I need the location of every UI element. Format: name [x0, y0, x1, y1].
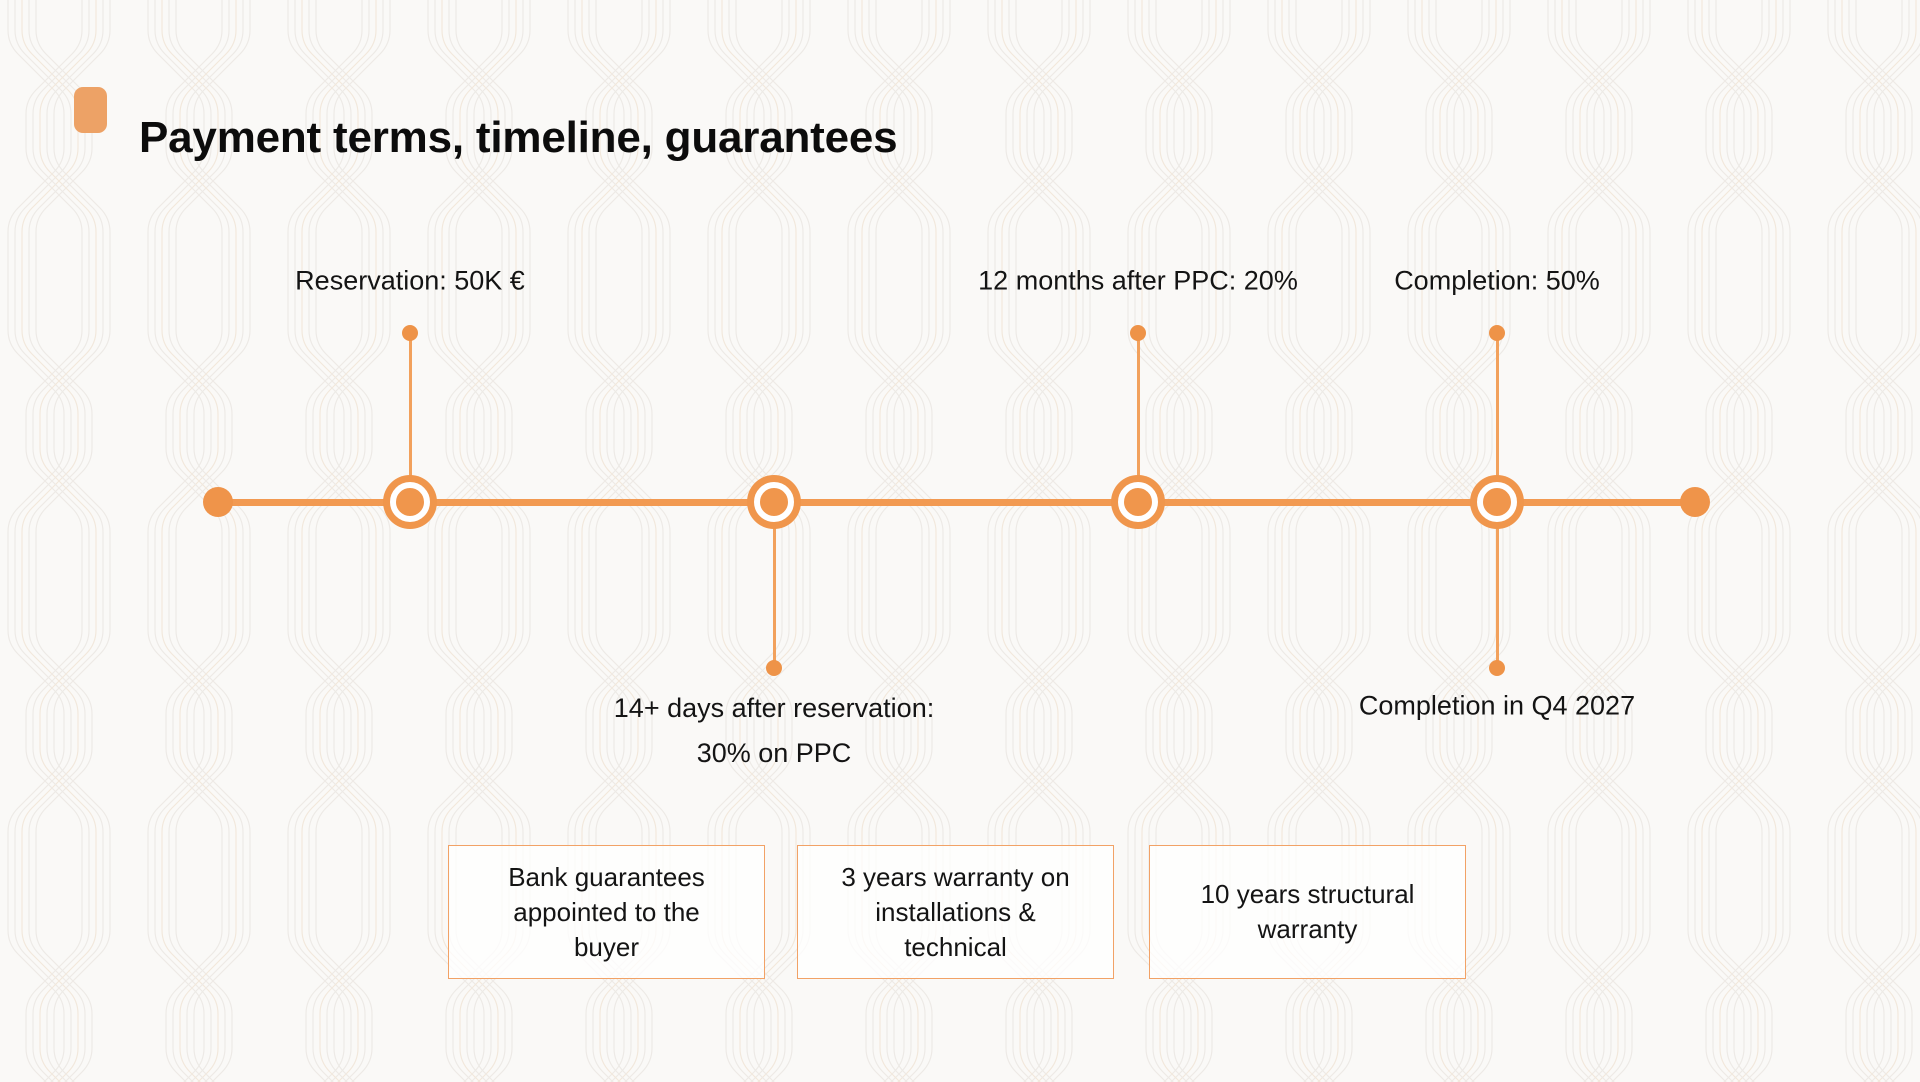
guarantee-text: Bank guarantees appointed to the buyer	[508, 861, 705, 962]
milestone-node	[390, 482, 430, 522]
milestone-label: 14+ days after reservation: 30% on PPC	[614, 686, 934, 776]
milestone-tip-dot	[1130, 325, 1146, 341]
timeline-start-dot	[203, 487, 233, 517]
milestone-label-line1: 14+ days after reservation:	[613, 693, 935, 723]
guarantee-text: 10 years structural warranty	[1200, 879, 1415, 944]
milestone-stem	[772, 502, 776, 668]
milestone-tip-dot	[1489, 325, 1505, 341]
timeline-line	[218, 499, 1695, 506]
guarantee-box-structural: 10 years structural warranty	[1149, 845, 1466, 979]
title-marker-icon	[74, 87, 107, 133]
milestone-stem	[1136, 333, 1140, 502]
milestone-tip-dot	[1489, 660, 1505, 676]
milestone-label: 12 months after PPC: 20%	[978, 265, 1298, 296]
milestone-node	[1118, 482, 1158, 522]
milestone-tip-dot	[402, 325, 418, 341]
milestone-node	[1477, 482, 1517, 522]
guarantee-box-installations: 3 years warranty on installations & tech…	[797, 845, 1114, 979]
guarantee-text: 3 years warranty on installations & tech…	[841, 861, 1070, 962]
milestone-label-line2: 30% on PPC	[696, 738, 852, 768]
milestone-secondary-label: Completion in Q4 2027	[1358, 690, 1636, 721]
milestone-label: Completion: 50%	[1394, 265, 1600, 296]
milestone-node	[754, 482, 794, 522]
page-title: Payment terms, timeline, guarantees	[139, 113, 898, 163]
milestone-stem	[1495, 502, 1499, 668]
milestone-label: Reservation: 50K €	[295, 265, 525, 296]
milestone-tip-dot	[766, 660, 782, 676]
milestone-stem	[1495, 333, 1499, 502]
timeline-end-dot	[1680, 487, 1710, 517]
milestone-stem	[408, 333, 412, 502]
guarantee-box-bank: Bank guarantees appointed to the buyer	[448, 845, 765, 979]
